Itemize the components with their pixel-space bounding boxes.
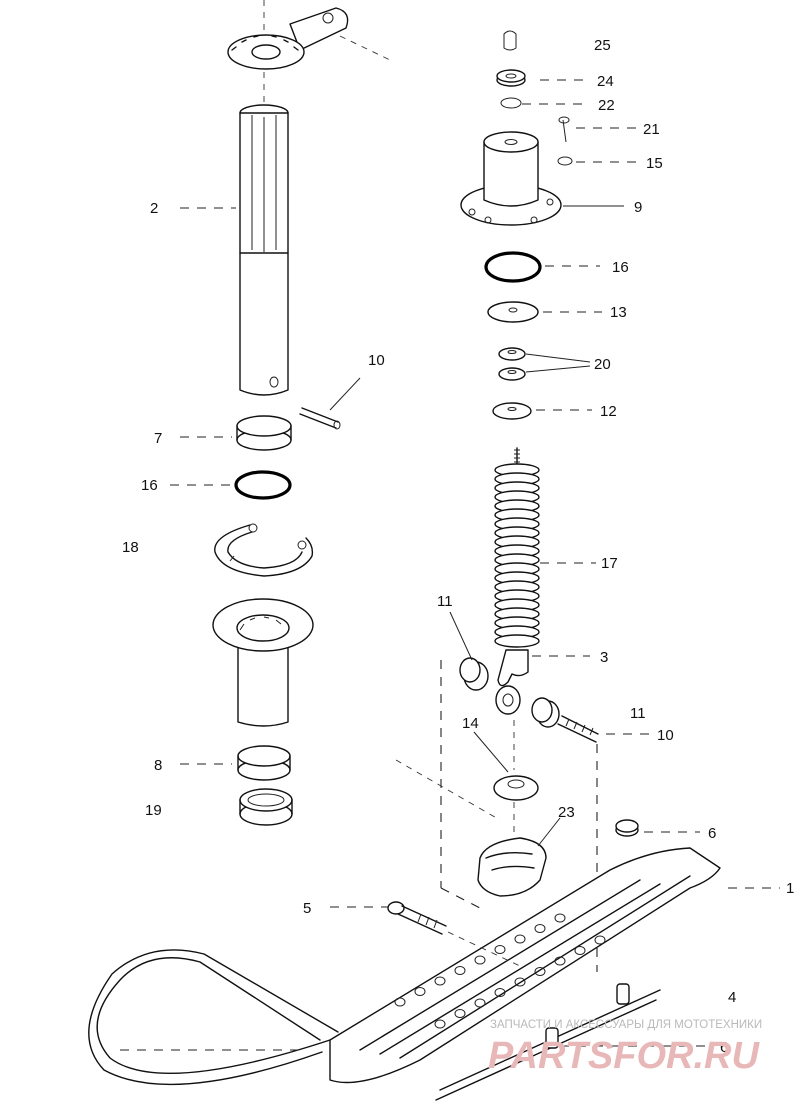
washer-part-14	[493, 775, 539, 801]
cap-part-25	[503, 30, 517, 51]
washers-part-20	[498, 347, 526, 381]
washer-part-12	[492, 402, 532, 420]
ski-hole	[494, 988, 506, 997]
bolt-part-10-right	[557, 715, 599, 743]
washer-part-22	[500, 97, 522, 109]
bushing-part-19	[239, 788, 293, 826]
stopper-part-23	[477, 837, 547, 897]
ski-hole	[554, 956, 566, 966]
label-part-21: 21	[643, 121, 660, 138]
label-part-16-right: 16	[612, 259, 629, 276]
label-part-18: 18	[122, 539, 139, 556]
wear-bar-part-4	[435, 983, 661, 1101]
label-part-11-right: 11	[630, 705, 646, 722]
ski-hole	[454, 966, 466, 975]
bushing-part-8	[237, 745, 291, 781]
ski-hole	[474, 955, 486, 965]
bolt-part-5	[387, 901, 521, 967]
ski-hole	[394, 997, 406, 1007]
label-part-20: 20	[594, 356, 611, 373]
steering-arm-part	[227, 0, 391, 105]
label-part-6-upper: 6	[708, 825, 716, 842]
ski-hole	[594, 935, 606, 945]
ski-hole	[514, 977, 526, 987]
label-part-8: 8	[154, 757, 162, 774]
ski-holes	[394, 913, 606, 1029]
nut-part-6-upper	[615, 819, 639, 837]
circlip-part-18	[214, 523, 314, 577]
label-part-22: 22	[598, 97, 615, 114]
coil-spring	[494, 463, 540, 648]
roll-pin-part-10	[299, 377, 361, 430]
label-part-5: 5	[303, 900, 311, 917]
leader-lines	[120, 79, 780, 1051]
ski-loop-handle	[88, 949, 339, 1086]
label-part-24: 24	[597, 73, 614, 90]
watermark-logo: PARTSFOR.RU	[488, 1035, 760, 1077]
ski-hole	[434, 976, 446, 986]
label-part-2: 2	[150, 200, 158, 217]
bushing-part-7	[236, 415, 292, 451]
label-part-15: 15	[646, 155, 663, 172]
watermark: ЗАПЧАСТИ И АКСЕССУАРЫ ДЛЯ МОТОТЕХНИКИ PA…	[488, 1019, 762, 1077]
washer-part-15	[557, 156, 573, 166]
spring-coil	[494, 634, 540, 648]
ski-hole	[494, 945, 506, 954]
ski-hole	[474, 998, 486, 1008]
watermark-tagline: ЗАПЧАСТИ И АКСЕССУАРЫ ДЛЯ МОТОТЕХНИКИ	[490, 1019, 762, 1031]
bushing-part-11-right	[531, 697, 560, 728]
label-part-1: 1	[786, 880, 794, 897]
ski-hole	[454, 1009, 466, 1018]
part-labels: 25 24 22 21 15 9 16 13 20 12 17 3 11 11 …	[122, 37, 794, 1056]
label-part-3: 3	[600, 649, 608, 666]
bolt-part-21	[558, 116, 570, 143]
label-part-19: 19	[145, 802, 162, 819]
label-part-9: 9	[634, 199, 642, 216]
label-part-16-left: 16	[141, 477, 158, 494]
label-part-14: 14	[462, 715, 479, 732]
ski-part-1	[329, 847, 721, 1084]
ski-hole	[554, 913, 566, 923]
label-part-25: 25	[594, 37, 611, 54]
label-part-4: 4	[728, 989, 736, 1006]
spindle-tube-part	[212, 598, 314, 727]
label-part-10-right: 10	[657, 727, 674, 744]
label-part-11-top: 11	[437, 593, 453, 610]
label-part-10-left: 10	[368, 352, 385, 369]
spindle-part-2	[239, 104, 289, 396]
o-ring-part-16-right	[484, 251, 542, 283]
ski-hole	[534, 924, 546, 933]
label-part-12: 12	[600, 403, 617, 420]
housing-part-9	[460, 131, 562, 226]
label-part-7: 7	[154, 430, 162, 447]
label-part-6-lower: 6	[720, 1039, 728, 1056]
label-part-23: 23	[558, 804, 575, 821]
label-part-13: 13	[610, 304, 627, 321]
bushing-part-11-left	[459, 657, 489, 691]
washer-part-13	[487, 301, 539, 323]
o-ring-part-16-left	[234, 470, 292, 500]
nut-part-24	[496, 69, 526, 87]
label-part-17: 17	[601, 555, 618, 572]
ski-hole	[534, 967, 546, 976]
ski-hole	[434, 1019, 446, 1029]
ski-hole	[574, 946, 586, 955]
ski-hole	[414, 987, 426, 996]
shock-absorber-part-17	[494, 447, 540, 715]
ski-hole	[514, 934, 526, 944]
